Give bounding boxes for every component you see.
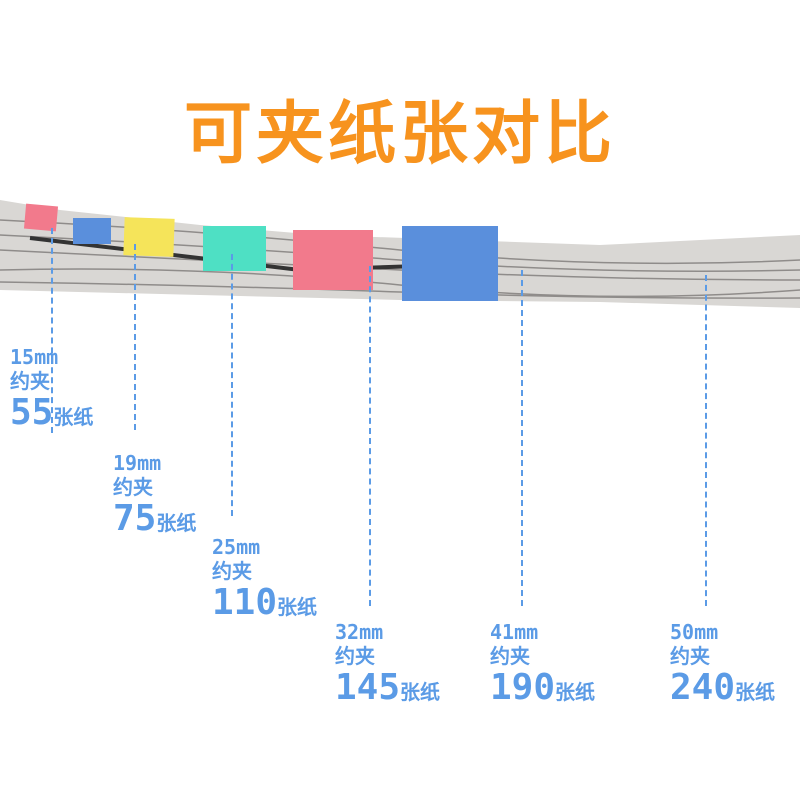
sheet-unit: 张纸 (53, 405, 94, 429)
clip-size: 32mm (335, 620, 384, 644)
approx-label: 约夹 (670, 644, 710, 668)
binder-clip-41mm (293, 230, 373, 290)
clip-size: 19mm (113, 451, 162, 475)
sheet-unit: 张纸 (156, 511, 197, 535)
clip-size: 25mm (212, 535, 261, 559)
capacity-label-50mm: 50mm 约夹 240张纸 (670, 622, 775, 706)
clip-size: 15mm (10, 345, 59, 369)
sheet-count: 75 (113, 498, 157, 539)
binder-clip-25mm (123, 217, 175, 257)
dashed-guide-25mm (231, 254, 233, 516)
sheet-count: 110 (212, 582, 278, 623)
capacity-label-32mm: 32mm 约夹 145张纸 (335, 622, 440, 706)
approx-label: 约夹 (113, 475, 153, 499)
capacity-label-19mm: 19mm 约夹 75张纸 (113, 453, 196, 537)
binder-clip-32mm (203, 226, 266, 271)
binder-clip-50mm (402, 226, 498, 301)
sheet-unit: 张纸 (735, 680, 776, 704)
sheet-count: 190 (490, 667, 556, 708)
clip-size: 50mm (670, 620, 719, 644)
paper-stack-photo (0, 200, 800, 308)
capacity-label-41mm: 41mm 约夹 190张纸 (490, 622, 595, 706)
capacity-label-15mm: 15mm 约夹 55张纸 (10, 347, 93, 431)
sheet-count: 55 (10, 392, 54, 433)
binder-clip-19mm (73, 218, 111, 244)
sheet-count: 240 (670, 667, 736, 708)
sheet-unit: 张纸 (277, 595, 318, 619)
dashed-guide-32mm (369, 266, 371, 606)
capacity-label-25mm: 25mm 约夹 110张纸 (212, 537, 317, 621)
dashed-guide-50mm (705, 275, 707, 606)
sheet-unit: 张纸 (400, 680, 441, 704)
dashed-guide-15mm (51, 228, 53, 433)
approx-label: 约夹 (490, 644, 530, 668)
dashed-guide-19mm (134, 244, 136, 430)
page-title: 可夹纸张对比 (183, 95, 616, 174)
dashed-guide-41mm (521, 270, 523, 606)
clip-size: 41mm (490, 620, 539, 644)
sheet-unit: 张纸 (555, 680, 596, 704)
approx-label: 约夹 (212, 559, 252, 583)
sheet-count: 145 (335, 667, 401, 708)
approx-label: 约夹 (10, 369, 50, 393)
approx-label: 约夹 (335, 644, 375, 668)
